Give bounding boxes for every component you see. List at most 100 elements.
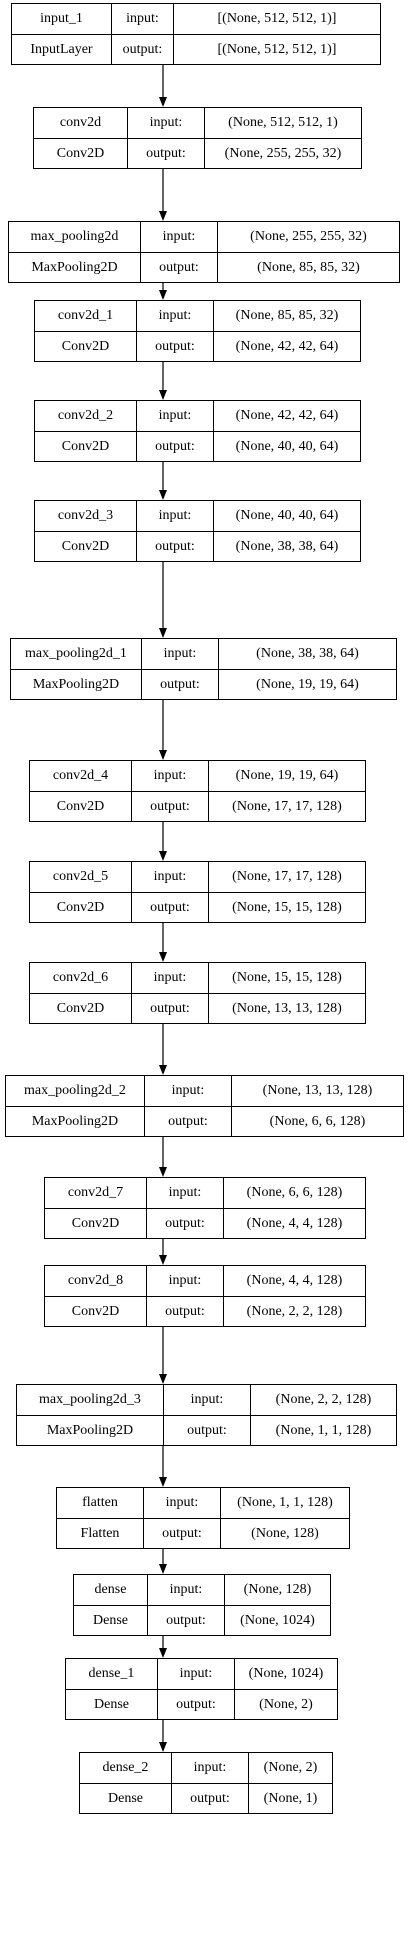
edge-arrowhead-icon bbox=[159, 490, 167, 500]
edge-arrowhead-icon bbox=[159, 750, 167, 760]
output-label: output: bbox=[143, 1519, 220, 1548]
layer-name: dense_2 bbox=[102, 1760, 149, 1775]
edge-arrowhead-icon bbox=[159, 97, 167, 107]
layer-name: conv2d_5 bbox=[52, 869, 109, 884]
input-label: input: bbox=[111, 4, 173, 34]
layer-output-row: Dense output:(None, 1) bbox=[80, 1783, 332, 1813]
output-label: output: bbox=[163, 1416, 250, 1445]
input-shape: (None, 1, 1, 128) bbox=[220, 1488, 349, 1518]
layer-type: Conv2D bbox=[61, 438, 110, 454]
input-shape: (None, 6, 6, 128) bbox=[223, 1178, 365, 1208]
output-label: output: bbox=[131, 893, 208, 922]
input-label: input: bbox=[143, 1488, 220, 1518]
input-label: input: bbox=[157, 1659, 234, 1689]
edge-arrowhead-icon bbox=[159, 211, 167, 221]
layer-name: conv2d_8 bbox=[67, 1273, 124, 1288]
input-label: input: bbox=[140, 222, 217, 252]
output-label: output: bbox=[144, 1107, 231, 1136]
output-label: output: bbox=[146, 1297, 223, 1326]
input-label: input: bbox=[141, 639, 218, 669]
layer-input-row: max_pooling2d_1 input:(None, 38, 38, 64) bbox=[11, 639, 396, 669]
edge-arrowhead-icon bbox=[159, 851, 167, 861]
layer-name: conv2d bbox=[59, 115, 102, 130]
output-shape: (None, 1) bbox=[248, 1784, 332, 1813]
input-label: input: bbox=[163, 1385, 250, 1415]
edge-arrowhead-icon bbox=[159, 1167, 167, 1177]
input-shape: (None, 40, 40, 64) bbox=[213, 501, 360, 531]
layer-type: Flatten bbox=[80, 1525, 120, 1541]
output-label: output: bbox=[147, 1606, 224, 1635]
output-label: output: bbox=[131, 792, 208, 821]
output-shape: (None, 6, 6, 128) bbox=[231, 1107, 403, 1136]
layer-output-row: Conv2D output:(None, 2, 2, 128) bbox=[45, 1296, 365, 1326]
input-label: input: bbox=[131, 963, 208, 993]
output-shape: (None, 19, 19, 64) bbox=[218, 670, 396, 699]
output-shape: (None, 2, 2, 128) bbox=[223, 1297, 365, 1326]
output-label: output: bbox=[140, 253, 217, 282]
input-label: input: bbox=[146, 1266, 223, 1296]
layer-name: dense_1 bbox=[88, 1666, 135, 1681]
layer-type: Conv2D bbox=[56, 145, 105, 161]
input-shape: (None, 42, 42, 64) bbox=[213, 401, 360, 431]
input-label: input: bbox=[127, 108, 204, 138]
output-label: output: bbox=[146, 1209, 223, 1238]
output-shape: (None, 40, 40, 64) bbox=[213, 432, 360, 461]
layer-type: Conv2D bbox=[71, 1303, 120, 1319]
edge-arrowhead-icon bbox=[159, 1255, 167, 1265]
input-shape: (None, 13, 13, 128) bbox=[231, 1076, 403, 1106]
layer-type: Dense bbox=[108, 1790, 143, 1806]
input-shape: (None, 15, 15, 128) bbox=[208, 963, 365, 993]
input-shape: (None, 1024) bbox=[234, 1659, 337, 1689]
layer-type: Conv2D bbox=[56, 1000, 105, 1016]
output-shape: [(None, 512, 512, 1)] bbox=[173, 35, 380, 64]
edge-arrowhead-icon bbox=[159, 1065, 167, 1075]
output-label: output: bbox=[136, 532, 213, 561]
layer-name: dense bbox=[94, 1582, 127, 1597]
input-shape: [(None, 512, 512, 1)] bbox=[173, 4, 380, 34]
input-shape: (None, 38, 38, 64) bbox=[218, 639, 396, 669]
layer-type: InputLayer bbox=[30, 41, 93, 57]
layer-input-row: dense_1 input:(None, 1024) bbox=[66, 1659, 337, 1689]
input-shape: (None, 4, 4, 128) bbox=[223, 1266, 365, 1296]
output-shape: (None, 2) bbox=[234, 1690, 337, 1719]
edge-arrowhead-icon bbox=[159, 628, 167, 638]
layer-node-conv2d-8: conv2d_8 input:(None, 4, 4, 128) Conv2D out… bbox=[44, 1265, 366, 1327]
layer-name: max_pooling2d bbox=[30, 229, 119, 244]
output-label: output: bbox=[136, 432, 213, 461]
output-label: output: bbox=[171, 1784, 248, 1813]
input-shape: (None, 2) bbox=[248, 1753, 332, 1783]
layer-type: MaxPooling2D bbox=[32, 676, 120, 692]
layer-name: conv2d_1 bbox=[57, 308, 114, 323]
edge-arrowhead-icon bbox=[159, 1564, 167, 1574]
layer-name: max_pooling2d_3 bbox=[39, 1392, 141, 1407]
layer-input-row: conv2d_8 input:(None, 4, 4, 128) bbox=[45, 1266, 365, 1296]
layer-name: max_pooling2d_1 bbox=[25, 646, 127, 661]
layer-type: Conv2D bbox=[61, 338, 110, 354]
output-shape: (None, 13, 13, 128) bbox=[208, 994, 365, 1023]
layer-type: Dense bbox=[94, 1696, 129, 1712]
